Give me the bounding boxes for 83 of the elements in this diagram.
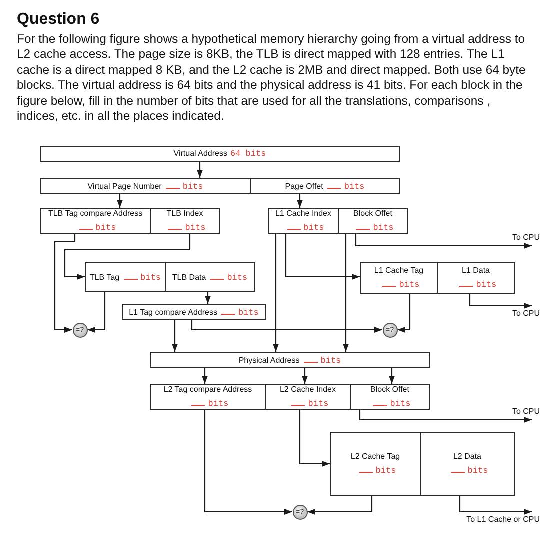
field-label: TLB Data bbox=[172, 272, 206, 282]
bit-count: 64 bits bbox=[230, 149, 266, 159]
unit-label: bits bbox=[373, 223, 394, 233]
field-label: L1 Cache Index bbox=[275, 209, 332, 219]
field-label: Virtual Address bbox=[174, 149, 228, 159]
address-segment bbox=[40, 208, 151, 234]
destination-label: To CPU bbox=[512, 306, 540, 319]
field-label: TLB Tag compare Address bbox=[48, 209, 143, 219]
field-label: L1 Data bbox=[462, 266, 490, 276]
unit-label: bits bbox=[376, 466, 396, 476]
field-label: TLB Tag bbox=[90, 272, 120, 282]
address-segment bbox=[40, 178, 251, 194]
arrow bbox=[64, 234, 191, 280]
table-column bbox=[360, 262, 438, 294]
field-label: L1 Cache Tag bbox=[374, 266, 424, 276]
address-segment bbox=[268, 208, 339, 234]
arrow bbox=[308, 496, 373, 515]
unit-label: bits bbox=[96, 223, 116, 233]
arrow bbox=[302, 368, 308, 384]
field-label: Block Offet bbox=[354, 209, 392, 219]
question-title: Question 6 bbox=[17, 10, 100, 29]
field-label: TLB Index bbox=[166, 209, 204, 219]
unit-label: bits bbox=[304, 223, 324, 233]
field-label: Physical Address bbox=[238, 356, 300, 366]
destination-label: To CPU bbox=[512, 407, 540, 420]
address-bar bbox=[40, 146, 400, 162]
arrow bbox=[191, 320, 382, 333]
arrow bbox=[355, 234, 532, 249]
arrow bbox=[204, 410, 292, 515]
table-column bbox=[330, 432, 421, 496]
arrow bbox=[297, 194, 303, 208]
unit-label: bits bbox=[320, 356, 342, 366]
field-label: Virtual Page Number bbox=[88, 182, 162, 192]
unit-label: bits bbox=[390, 399, 411, 409]
table-column bbox=[420, 432, 515, 496]
field-label: Block Offet bbox=[370, 385, 410, 395]
address-segment bbox=[250, 178, 400, 194]
field-label: L2 Cache Index bbox=[280, 385, 336, 395]
unit-label: bits bbox=[468, 466, 488, 476]
destination-label: To L1 Cache or CPU bbox=[466, 512, 540, 525]
arrow bbox=[359, 410, 532, 423]
arrow bbox=[285, 234, 360, 280]
table-column bbox=[85, 262, 166, 292]
address-segment bbox=[350, 384, 430, 410]
unit-label: bits bbox=[227, 272, 248, 282]
address-segment bbox=[150, 384, 266, 410]
arrow bbox=[459, 496, 532, 515]
arrow bbox=[299, 410, 330, 467]
arrow bbox=[398, 294, 411, 333]
destination-label: To CPU bbox=[512, 233, 540, 246]
arrow bbox=[389, 368, 395, 384]
arrow bbox=[54, 234, 76, 333]
address-segment bbox=[338, 208, 408, 234]
arrow bbox=[88, 292, 106, 333]
unit-label: bits bbox=[185, 223, 206, 233]
field-label: L1 Tag compare Address bbox=[129, 308, 218, 318]
unit-label: bits bbox=[238, 308, 259, 318]
unit-label: bits bbox=[182, 182, 204, 192]
arrow bbox=[205, 292, 211, 304]
arrow bbox=[273, 234, 279, 352]
unit-label: bits bbox=[208, 399, 229, 409]
arrow bbox=[343, 234, 349, 352]
arrow bbox=[197, 162, 203, 178]
unit-label: bits bbox=[399, 280, 420, 290]
field-label: Page Offet bbox=[285, 182, 324, 192]
arrow bbox=[172, 320, 178, 352]
field-label: L2 Tag compare Address bbox=[164, 385, 252, 395]
unit-label: bits bbox=[344, 182, 365, 192]
table-column bbox=[437, 262, 515, 294]
field-label: L2 Cache Tag bbox=[350, 452, 400, 462]
question-text: For the following figure shows a hypothetical memory hierarchy going from a virtual address to L2 cache access. The page size is 8KB, the TLB is direct mapped with 128 entries. The L1 cache is a direct mapped 8 KB, and the L2 cache is 2MB and direct mapped. Both use 64 byte blocks. The virtual address is 64 bits and the physical address is 41 bits. For each block in the figure below, fill in the number of bits that are used for all the translations, comparisons , indices, etc. in all the places indicated. bbox=[17, 32, 527, 124]
table-column bbox=[165, 262, 255, 292]
field-label: L2 Data bbox=[453, 452, 482, 462]
unit-label: bits bbox=[140, 272, 162, 282]
unit-label: bits bbox=[476, 280, 497, 290]
arrow bbox=[117, 194, 123, 208]
address-segment bbox=[122, 304, 266, 320]
unit-label: bits bbox=[308, 399, 329, 409]
arrow bbox=[202, 368, 208, 384]
address-segment bbox=[265, 384, 351, 410]
address-bar bbox=[150, 352, 430, 368]
arrow bbox=[469, 294, 532, 309]
address-segment bbox=[150, 208, 220, 234]
